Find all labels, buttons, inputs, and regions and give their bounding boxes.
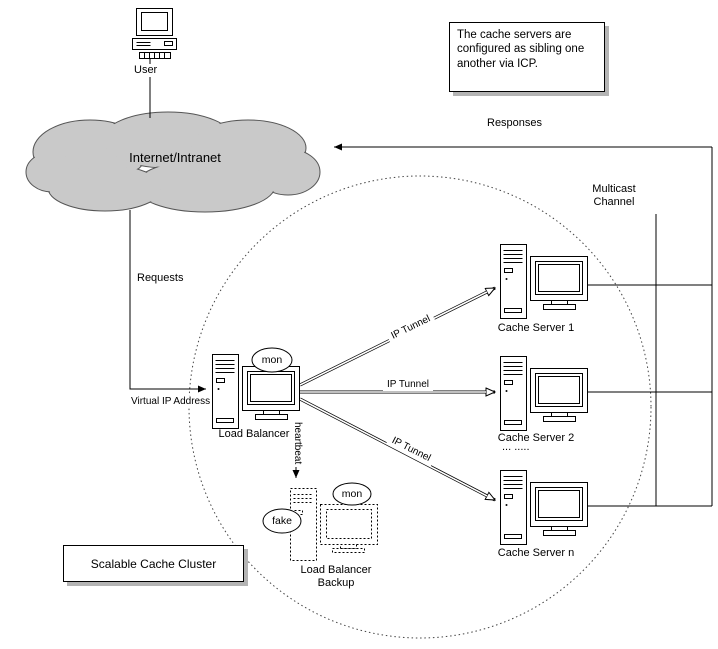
- mon-bubble-backup: [332, 482, 372, 506]
- virtual-ip-label: Virtual IP Address: [130, 396, 212, 408]
- multicast-channel-label: Multicast Channel: [592, 183, 636, 208]
- requests-arrow: [129, 210, 206, 393]
- scalable-cache-cluster-box: Scalable Cache Cluster: [63, 545, 244, 582]
- fake-bubble: [262, 508, 302, 534]
- cache-server-ellipsis: ... .....: [502, 441, 530, 453]
- load-balancer-label: Load Balancer: [218, 428, 290, 440]
- mon-bubble-backup-label: mon: [341, 488, 363, 500]
- cache-server-2-label: Cache Server 2: [497, 432, 575, 444]
- fake-bubble-label: fake: [272, 515, 292, 527]
- internet-cloud-shape: [25, 111, 321, 213]
- heartbeat-label: heartbeat: [291, 421, 303, 466]
- ip-tunnel-2-label: IP Tunnel: [383, 379, 433, 391]
- user-label: User: [133, 64, 159, 77]
- cluster-boundary-circle: [188, 175, 652, 639]
- mon-bubble-load-balancer: [251, 347, 293, 373]
- cache-server-1-label: Cache Server 1: [497, 322, 575, 334]
- icp-note-box: The cache servers are configured as sibl…: [449, 22, 605, 92]
- responses-label: Responses: [487, 117, 543, 129]
- cache-server-1-icon: [500, 244, 588, 319]
- cache-server-n-label: Cache Server n: [497, 547, 575, 559]
- user-computer-icon: [132, 8, 177, 59]
- mon-bubble-lb-label: mon: [261, 354, 283, 366]
- cache-server-2-icon: [500, 356, 588, 431]
- load-balancer-backup-label: Load Balancer Backup: [300, 564, 372, 589]
- requests-label: Requests: [137, 272, 184, 284]
- cache-server-n-icon: [500, 470, 588, 545]
- internet-cloud-label: Internet/Intranet: [129, 150, 221, 165]
